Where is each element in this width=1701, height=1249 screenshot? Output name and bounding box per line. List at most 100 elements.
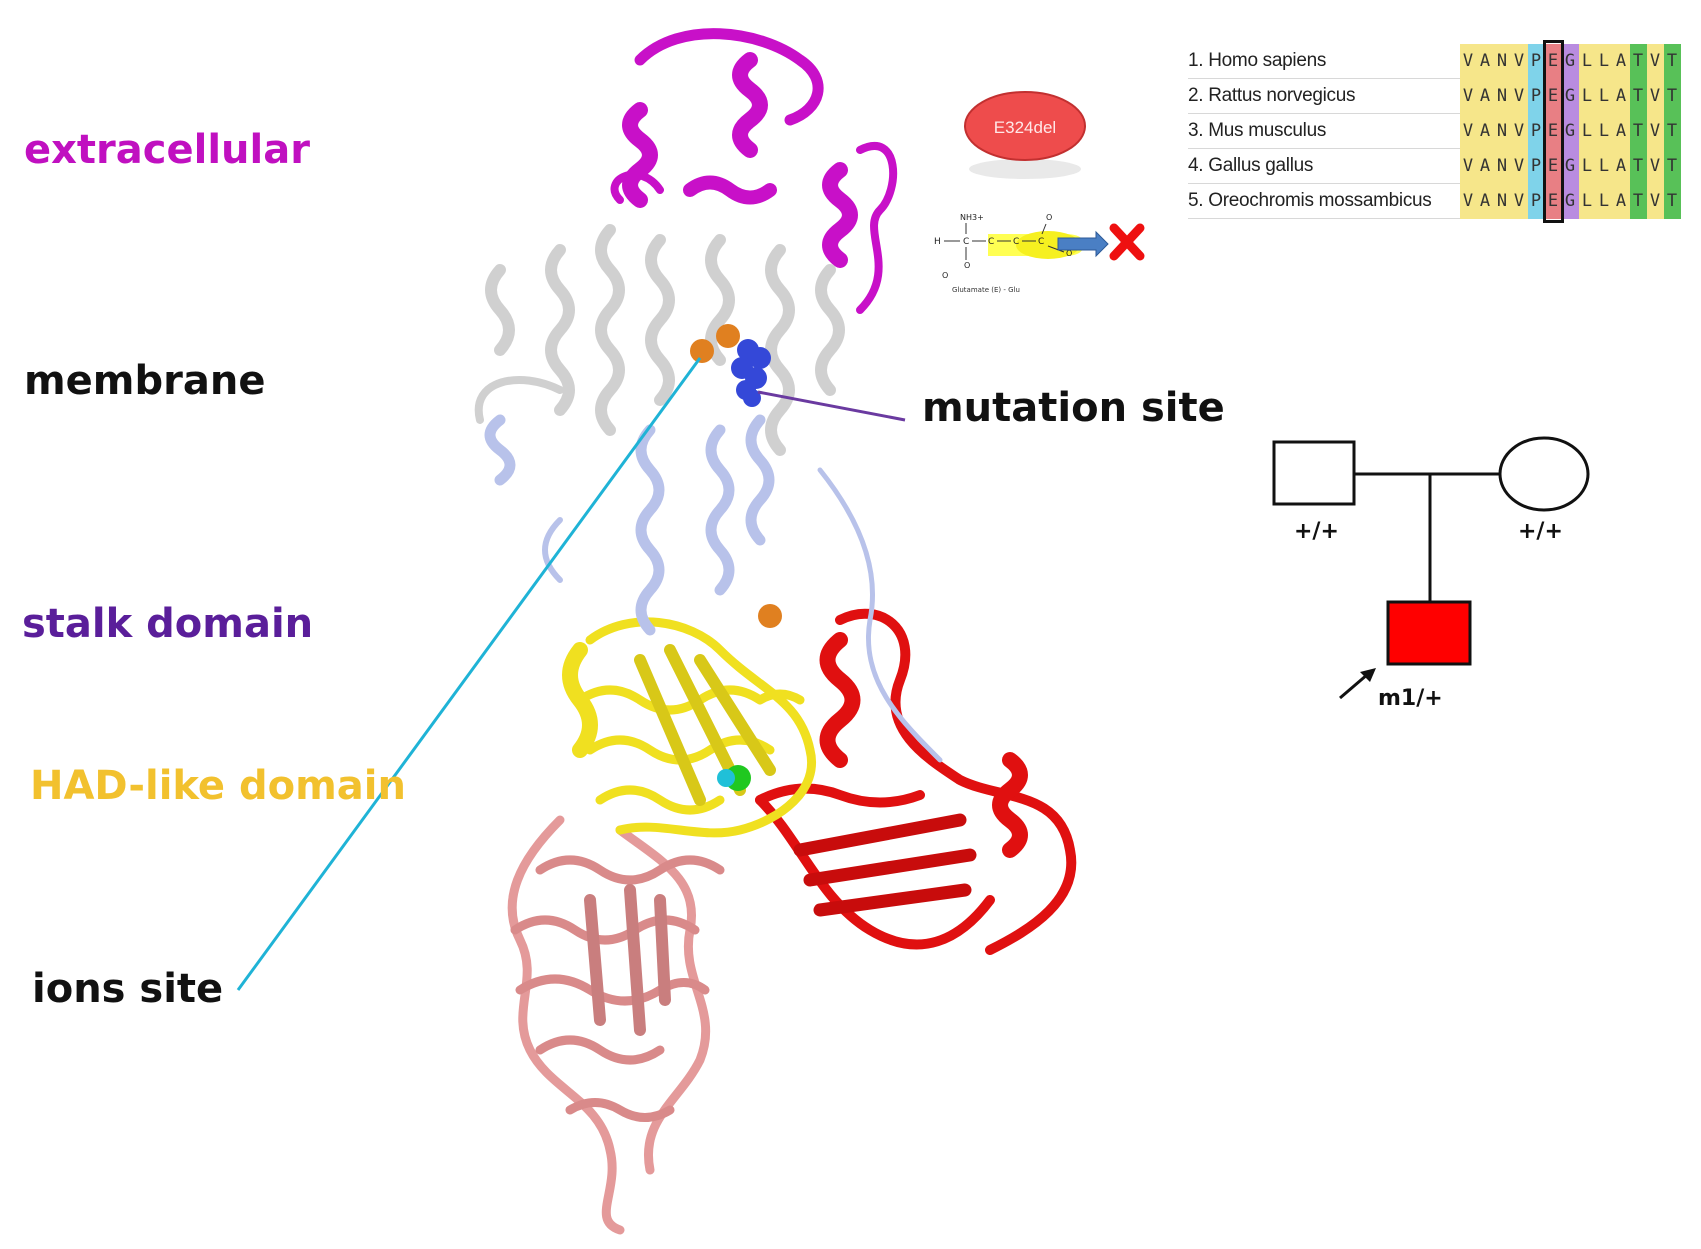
residue-cell: E xyxy=(1544,148,1562,184)
species-name: 3. Mus musculus xyxy=(1188,113,1460,149)
residue-cell: P xyxy=(1527,113,1545,149)
residue-cell: V xyxy=(1459,113,1477,149)
residue-cell: G xyxy=(1561,113,1579,149)
residue-cell: N xyxy=(1493,113,1511,149)
residue-cell: G xyxy=(1561,44,1579,79)
residue-cell: A xyxy=(1476,78,1494,114)
species-name: 1. Homo sapiens xyxy=(1188,44,1460,79)
chem-c3: C xyxy=(1013,237,1019,247)
residue-cell: E xyxy=(1544,113,1562,149)
magenta-domain xyxy=(610,28,898,314)
residue-cell: G xyxy=(1561,148,1579,184)
conserved-residue-highlight xyxy=(1542,40,1564,223)
mutation-site-pointer-line xyxy=(757,390,906,422)
residue-cell: T xyxy=(1629,183,1647,219)
residue-cell: V xyxy=(1459,148,1477,184)
residue-cell: P xyxy=(1527,44,1545,79)
red-domain xyxy=(755,608,1077,955)
mutation-site-label: mutation site xyxy=(922,385,1225,431)
residue-cell: T xyxy=(1629,78,1647,114)
residue-cell: N xyxy=(1493,183,1511,219)
residue-cell: V xyxy=(1510,113,1528,149)
pink-domain xyxy=(507,815,725,1235)
residue-cell: N xyxy=(1493,78,1511,114)
right-arrow-icon xyxy=(1057,230,1109,258)
residue-cell: N xyxy=(1493,44,1511,79)
proband-square xyxy=(1386,600,1472,666)
residue-cell: V xyxy=(1646,183,1664,219)
residue-cell: V xyxy=(1646,78,1664,114)
yellow-domain xyxy=(562,617,816,838)
had-like-domain-label: HAD-like domain xyxy=(30,763,406,809)
residue-cell: A xyxy=(1476,148,1494,184)
residue-cell: T xyxy=(1663,78,1681,114)
residue-cell: G xyxy=(1561,78,1579,114)
residue-cell: A xyxy=(1612,113,1630,149)
residue-cell: L xyxy=(1595,148,1613,184)
residue-cell: L xyxy=(1578,113,1596,149)
residue-cell: T xyxy=(1663,183,1681,219)
ion-sphere xyxy=(690,339,714,363)
proband-genotype: m1/+ xyxy=(1378,686,1443,711)
pedigree-chart: +/+ +/+ m1/+ xyxy=(1272,436,1590,711)
ion-sphere xyxy=(758,604,782,628)
residue-cell: A xyxy=(1476,183,1494,219)
residue-cell: E xyxy=(1544,78,1562,114)
residue-cell: V xyxy=(1510,148,1528,184)
mother-genotype: +/+ xyxy=(1518,519,1563,544)
residue-cell: V xyxy=(1459,183,1477,219)
residue-cell: A xyxy=(1612,44,1630,79)
chem-o-top: O xyxy=(1046,213,1052,222)
membrane-label: membrane xyxy=(24,358,266,404)
residue-cell: P xyxy=(1527,78,1545,114)
residue-cell: E xyxy=(1544,183,1562,219)
residue-cell: L xyxy=(1578,183,1596,219)
residue-cell: V xyxy=(1510,78,1528,114)
residue-cell: P xyxy=(1527,148,1545,184)
glutamate-structure: NH3+ H C C C C O O O O Glutamate (E) - G… xyxy=(934,213,1145,294)
residue-cell: T xyxy=(1663,44,1681,79)
residue-cell: G xyxy=(1561,183,1579,219)
lightblue-domain xyxy=(484,414,943,763)
ion-sphere xyxy=(716,324,740,348)
chem-nh3: NH3+ xyxy=(960,213,984,222)
stalk-domain-label: stalk domain xyxy=(22,601,314,647)
chem-o-left: O xyxy=(942,271,948,280)
mutation-badge-text: E324del xyxy=(994,118,1056,137)
residue-cell: L xyxy=(1578,148,1596,184)
residue-cell: T xyxy=(1629,148,1647,184)
species-name: 4. Gallus gallus xyxy=(1188,148,1460,184)
ions-site-pointer-line xyxy=(236,357,702,991)
residue-cell: V xyxy=(1510,44,1528,79)
residue-cell: L xyxy=(1578,44,1596,79)
mutation-spheres xyxy=(731,339,771,407)
chem-c4: C xyxy=(1038,237,1044,247)
grey-membrane-domain xyxy=(474,224,845,456)
residue-cell: A xyxy=(1612,78,1630,114)
residue-cell: V xyxy=(1646,113,1664,149)
chem-caption: Glutamate (E) - Glu xyxy=(952,286,1020,294)
residue-cell: V xyxy=(1646,148,1664,184)
chem-c2: C xyxy=(988,237,994,247)
residue-cell: V xyxy=(1459,44,1477,79)
extracellular-label: extracellular xyxy=(24,127,310,173)
residue-cell: E xyxy=(1544,44,1562,79)
residue-cell: T xyxy=(1663,148,1681,184)
species-name: 2. Rattus norvegicus xyxy=(1188,78,1460,114)
residue-cell: L xyxy=(1595,44,1613,79)
father-genotype: +/+ xyxy=(1294,519,1339,544)
residue-cell: T xyxy=(1629,44,1647,79)
father-square xyxy=(1272,440,1356,506)
chem-o-bottom: O xyxy=(964,261,970,270)
residue-cell: T xyxy=(1663,113,1681,149)
ion-sphere xyxy=(717,769,735,787)
residue-cell: L xyxy=(1595,78,1613,114)
chem-o-right: O xyxy=(1066,249,1072,258)
residue-cell: A xyxy=(1476,44,1494,79)
